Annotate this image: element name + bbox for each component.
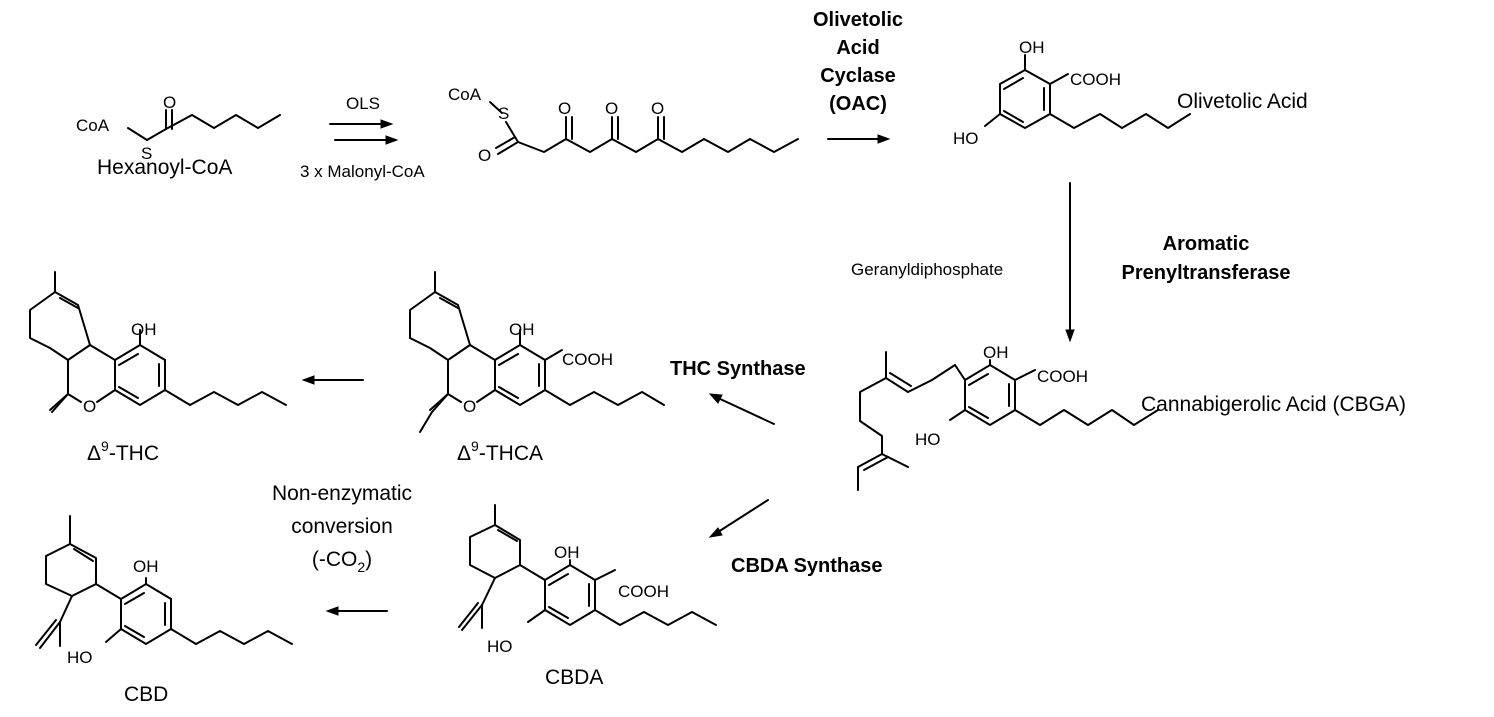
nonenzymatic-label-1: Non-enzymatic bbox=[272, 482, 412, 505]
hydroxyl-label: OH bbox=[131, 320, 157, 339]
apt-label-2: Prenyltransferase bbox=[1122, 262, 1291, 284]
hexanoyl-coa-name: Hexanoyl-CoA bbox=[97, 156, 232, 179]
cbda-synthase-label: CBDA Synthase bbox=[731, 555, 883, 577]
sulfur-label: S bbox=[498, 104, 509, 123]
hydroxyl-label: HO bbox=[487, 637, 513, 656]
carboxyl-label: COOH bbox=[562, 350, 613, 369]
geranyldiphosphate-label: Geranyldiphosphate bbox=[851, 260, 1003, 279]
cbd-structure: OH HO bbox=[35, 515, 293, 667]
ols-label: OLS bbox=[346, 94, 380, 113]
oac-label-4: (OAC) bbox=[829, 93, 887, 115]
keto-o-label: O bbox=[651, 99, 664, 118]
nonenzymatic-label-2: conversion bbox=[291, 515, 393, 538]
oac-arrow bbox=[827, 134, 891, 144]
carboxyl-label: COOH bbox=[1037, 367, 1088, 386]
nonenzymatic-label-3: (-CO2) bbox=[312, 548, 372, 575]
decarboxylation-arrow-cbd bbox=[325, 606, 388, 616]
hydroxyl-label: HO bbox=[67, 648, 93, 667]
thc-synthase-arrow bbox=[708, 393, 775, 425]
carbonyl-o-label: O bbox=[163, 93, 176, 112]
thc-name: Δ9-THC bbox=[87, 438, 159, 465]
cbd-name: CBD bbox=[124, 683, 168, 706]
keto-o-label: O bbox=[605, 99, 618, 118]
hydroxyl-label: HO bbox=[915, 430, 941, 449]
thc-synthase-label: THC Synthase bbox=[670, 358, 806, 380]
keto-o-label: O bbox=[558, 99, 571, 118]
coa-label: CoA bbox=[76, 116, 110, 135]
malonyl-coa-label: 3 x Malonyl-CoA bbox=[300, 162, 425, 181]
cbga-name: Cannabigerolic Acid (CBGA) bbox=[1141, 393, 1406, 416]
oac-label-3: Cyclase bbox=[820, 65, 896, 87]
sulfur-label: S bbox=[141, 144, 152, 163]
oac-label-2: Acid bbox=[836, 37, 879, 59]
carboxyl-label: COOH bbox=[1070, 70, 1121, 89]
hydroxyl-label: OH bbox=[983, 343, 1009, 362]
cbda-name: CBDA bbox=[545, 666, 603, 689]
hydroxyl-label: OH bbox=[509, 320, 535, 339]
pyran-o-label: O bbox=[83, 397, 96, 416]
cbga-structure: OH COOH HO bbox=[857, 343, 1159, 491]
decarboxylation-arrow-thc bbox=[301, 375, 364, 385]
polyketide-structure: CoA S O O O O bbox=[448, 85, 799, 165]
thca-structure: OH COOH O bbox=[409, 271, 665, 433]
cbda-structure: OH COOH HO bbox=[458, 504, 717, 656]
oac-label-1: Olivetolic bbox=[813, 9, 903, 31]
cbda-synthase-arrow bbox=[708, 499, 769, 538]
hexanoyl-coa-structure: CoA S O bbox=[76, 93, 281, 163]
thc-structure: OH O bbox=[29, 271, 287, 416]
olivetolic-acid-name: Olivetolic Acid bbox=[1177, 90, 1308, 113]
ols-arrows bbox=[329, 119, 399, 145]
hydroxyl-label: OH bbox=[133, 557, 159, 576]
prenyltransferase-arrow bbox=[1065, 182, 1075, 343]
apt-label-1: Aromatic bbox=[1163, 233, 1250, 255]
olivetolic-acid-structure: OH COOH HO bbox=[953, 38, 1191, 148]
pyran-o-label: O bbox=[463, 397, 476, 416]
carboxyl-label: COOH bbox=[618, 582, 669, 601]
coa-label: CoA bbox=[448, 85, 482, 104]
thioester-o-label: O bbox=[478, 146, 491, 165]
hydroxyl-label: OH bbox=[1019, 38, 1045, 57]
hydroxyl-label: OH bbox=[554, 543, 580, 562]
hydroxyl-label: HO bbox=[953, 129, 979, 148]
thca-name: Δ9-THCA bbox=[457, 438, 543, 465]
